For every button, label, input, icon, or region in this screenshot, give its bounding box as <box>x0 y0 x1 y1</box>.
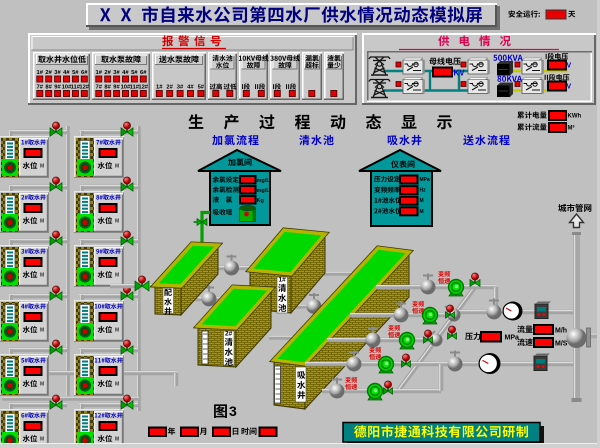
svg-text:M: M <box>115 328 119 334</box>
svg-text:2#: 2# <box>225 331 233 338</box>
svg-text:1#: 1# <box>279 277 287 284</box>
svg-text:KV: KV <box>454 68 466 77</box>
svg-text:M: M <box>115 437 119 443</box>
svg-text:M: M <box>40 437 44 443</box>
svg-text:M: M <box>40 382 44 388</box>
svg-text:11#: 11# <box>130 84 140 90</box>
svg-text:4#: 4# <box>187 84 194 90</box>
svg-text:11#: 11# <box>71 84 81 90</box>
svg-text:8#: 8# <box>45 84 52 90</box>
svg-text:M: M <box>420 198 424 204</box>
svg-text:4#: 4# <box>122 70 129 76</box>
svg-text:12#: 12# <box>79 84 89 90</box>
svg-text:M: M <box>420 209 424 215</box>
svg-text:M: M <box>40 219 44 225</box>
svg-text:M: M <box>115 219 119 225</box>
svg-text:mg/L: mg/L <box>257 178 271 184</box>
svg-text:KWh: KWh <box>568 113 582 119</box>
svg-text:12#: 12# <box>138 84 148 90</box>
svg-text:7#: 7# <box>36 84 43 90</box>
svg-text:2#: 2# <box>45 70 52 76</box>
svg-text:1#: 1# <box>156 84 163 90</box>
svg-text:M: M <box>115 382 119 388</box>
svg-text:3#: 3# <box>113 70 120 76</box>
svg-text:M/S: M/S <box>555 341 568 348</box>
svg-text:Kg: Kg <box>257 198 264 204</box>
svg-text:2#: 2# <box>166 84 173 90</box>
svg-text:M: M <box>40 164 44 170</box>
svg-text:3: 3 <box>229 403 237 419</box>
svg-text:5#: 5# <box>131 70 138 76</box>
svg-text:5#: 5# <box>198 84 205 90</box>
svg-text:M: M <box>40 273 44 279</box>
svg-text:9#: 9# <box>54 84 61 90</box>
svg-text:1#: 1# <box>95 70 102 76</box>
svg-text:4#: 4# <box>63 70 70 76</box>
svg-text:M³: M³ <box>568 124 575 131</box>
svg-text:MPa: MPa <box>505 335 520 342</box>
svg-text:9#: 9# <box>113 84 120 90</box>
svg-text:V: V <box>567 84 572 91</box>
svg-text:3#: 3# <box>54 70 61 76</box>
svg-text:M: M <box>40 328 44 334</box>
svg-text:M: M <box>115 164 119 170</box>
svg-text:M: M <box>115 273 119 279</box>
svg-text:M/h: M/h <box>555 328 567 335</box>
svg-text:3#: 3# <box>177 84 184 90</box>
svg-text:6#: 6# <box>140 70 147 76</box>
svg-text:8#: 8# <box>104 84 111 90</box>
svg-text:7#: 7# <box>95 84 102 90</box>
svg-text:Hz: Hz <box>420 188 427 194</box>
svg-text:10#: 10# <box>121 84 131 90</box>
svg-text:MPa: MPa <box>420 177 431 183</box>
svg-text:2#: 2# <box>104 70 111 76</box>
svg-text:1#: 1# <box>36 70 43 76</box>
svg-text:6#: 6# <box>81 70 88 76</box>
svg-text:mg/L: mg/L <box>257 188 271 194</box>
svg-text:V: V <box>567 63 572 70</box>
svg-text:10#: 10# <box>62 84 72 90</box>
svg-text:5#: 5# <box>72 70 79 76</box>
